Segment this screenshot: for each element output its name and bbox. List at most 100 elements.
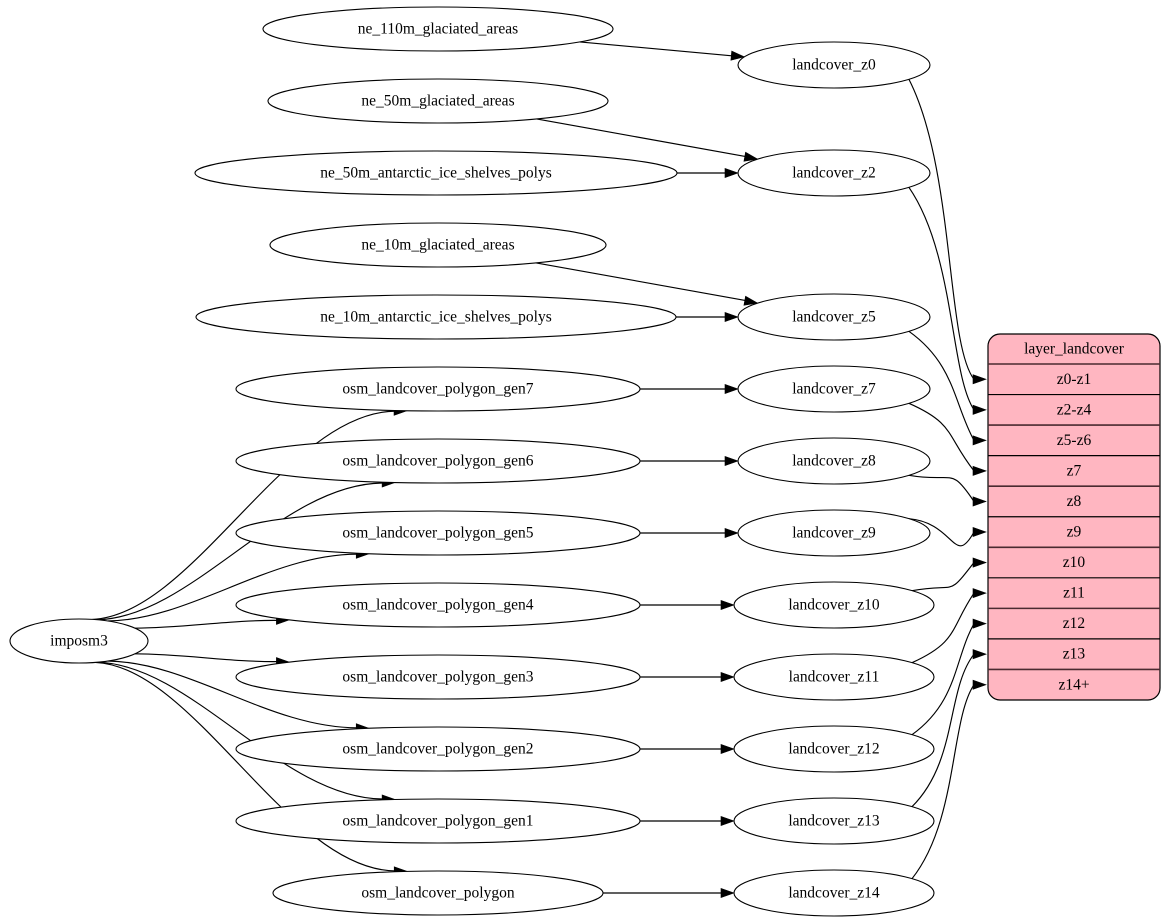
edge-landcover_z7-to-table-row-z7 (908, 402, 975, 472)
edge-imposm3-to-osm_landcover_polygon_gen6 (97, 482, 385, 621)
table-node-osm_landcover_polygon_gen3[interactable]: osm_landcover_polygon_gen3 (235, 654, 641, 700)
view-node-landcover_z12[interactable]: landcover_z12 (733, 725, 935, 773)
node-label: landcover_z8 (792, 453, 876, 470)
edge-landcover_z10-to-table-row-z10 (911, 562, 975, 592)
edge-arrowhead (972, 465, 987, 476)
node-ellipse (235, 654, 641, 700)
edge-arrowhead (972, 526, 987, 538)
layer-table-row-z12[interactable]: z12 (1063, 615, 1085, 632)
layer-table-row-z2-z4[interactable]: z2-z4 (1057, 401, 1092, 418)
edge-arrowhead (724, 455, 739, 467)
table-node-osm_landcover_polygon_gen1[interactable]: osm_landcover_polygon_gen1 (235, 798, 641, 844)
node-label: landcover_z0 (792, 57, 876, 74)
edge-arrowhead (972, 374, 987, 385)
node-label: ne_50m_glaciated_areas (361, 93, 514, 110)
layer-table-row-z10[interactable]: z10 (1063, 554, 1086, 571)
layer-table-row-z13[interactable]: z13 (1063, 646, 1086, 663)
node-label: landcover_z13 (788, 813, 879, 830)
node-ellipse (272, 870, 604, 916)
edge-arrowhead (724, 311, 739, 323)
edge-imposm3-to-osm_landcover_polygon (95, 661, 397, 872)
view-node-landcover_z5[interactable]: landcover_z5 (737, 293, 931, 341)
node-label: landcover_z14 (788, 885, 879, 902)
layer-table-header-label: layer_landcover (1024, 341, 1125, 358)
node-ellipse (737, 509, 931, 557)
edge-arrowhead (720, 743, 735, 755)
source-node-imposm3[interactable]: imposm3 (9, 618, 149, 664)
edge-landcover_z14-to-table-row-z14 (911, 684, 975, 880)
node-ellipse (194, 150, 678, 196)
layer-table-row-z5-z6[interactable]: z5-z6 (1057, 432, 1092, 449)
table-node-osm_landcover_polygon_gen5[interactable]: osm_landcover_polygon_gen5 (235, 510, 641, 556)
node-label: osm_landcover_polygon_gen4 (342, 597, 533, 614)
node-label: landcover_z9 (792, 525, 876, 542)
node-ellipse (235, 438, 641, 484)
node-label: landcover_z10 (788, 597, 879, 614)
table-node-ne_10m_antarctic_ice_shelves_polys[interactable]: ne_10m_antarctic_ice_shelves_polys (195, 294, 677, 340)
node-label: osm_landcover_polygon_gen6 (342, 453, 533, 470)
table-node-osm_landcover_polygon[interactable]: osm_landcover_polygon (272, 870, 604, 916)
edge-ne_50m_glaciated_areas-to-landcover_z2 (536, 118, 747, 158)
edge-landcover_z5-to-table-row-z5-z6 (908, 330, 975, 441)
edge-landcover_z8-to-table-row-z8 (908, 474, 975, 502)
node-label: landcover_z7 (792, 381, 876, 398)
table-node-ne_50m_antarctic_ice_shelves_polys[interactable]: ne_50m_antarctic_ice_shelves_polys (194, 150, 678, 196)
node-label: landcover_z5 (792, 309, 876, 326)
table-node-osm_landcover_polygon_gen4[interactable]: osm_landcover_polygon_gen4 (235, 582, 641, 628)
node-label: landcover_z11 (789, 669, 880, 686)
table-node-ne_10m_glaciated_areas[interactable]: ne_10m_glaciated_areas (269, 222, 607, 268)
edge-arrowhead (972, 557, 987, 568)
edge-arrowhead (720, 815, 735, 827)
node-label: osm_landcover_polygon (361, 885, 515, 902)
node-ellipse (235, 726, 641, 772)
layer-table-row-z8[interactable]: z8 (1067, 493, 1082, 510)
view-node-landcover_z8[interactable]: landcover_z8 (737, 437, 931, 485)
node-ellipse (733, 725, 935, 773)
table-node-osm_landcover_polygon_gen7[interactable]: osm_landcover_polygon_gen7 (235, 366, 641, 412)
node-ellipse (262, 6, 614, 52)
view-node-landcover_z7[interactable]: landcover_z7 (737, 365, 931, 413)
node-ellipse (733, 797, 935, 845)
table-node-osm_landcover_polygon_gen2[interactable]: osm_landcover_polygon_gen2 (235, 726, 641, 772)
layer-table-row-z11[interactable]: z11 (1063, 585, 1085, 602)
node-label: ne_50m_antarctic_ice_shelves_polys (320, 165, 552, 182)
edge-landcover_z0-to-table-row-z0-z1 (908, 79, 975, 380)
table-node-osm_landcover_polygon_gen6[interactable]: osm_landcover_polygon_gen6 (235, 438, 641, 484)
node-label: ne_10m_antarctic_ice_shelves_polys (320, 309, 552, 326)
view-node-landcover_z10[interactable]: landcover_z10 (733, 581, 935, 629)
view-node-landcover_z14[interactable]: landcover_z14 (733, 869, 935, 917)
view-node-landcover_z2[interactable]: landcover_z2 (737, 149, 931, 197)
table-node-ne_110m_glaciated_areas[interactable]: ne_110m_glaciated_areas (262, 6, 614, 52)
edge-arrowhead (972, 496, 987, 507)
node-ellipse (733, 653, 935, 701)
view-node-landcover_z13[interactable]: landcover_z13 (733, 797, 935, 845)
layer-landcover-table[interactable]: layer_landcover z0-z1 z2-z4 z5-z6 z7 z8 z9 z10 z… (987, 333, 1161, 701)
nodes-layer: imposm3 ne_110m_glaciated_areas ne_50m_gla… (9, 6, 935, 917)
node-ellipse (9, 618, 149, 664)
edge-arrowhead (730, 50, 746, 61)
edge-imposm3-to-osm_landcover_polygon_gen3 (134, 653, 279, 663)
edge-arrowhead (743, 151, 759, 162)
edge-imposm3-to-osm_landcover_polygon_gen1 (97, 661, 385, 800)
layer-table-row-z7[interactable]: z7 (1067, 462, 1082, 479)
view-node-landcover_z11[interactable]: landcover_z11 (733, 653, 935, 701)
edge-landcover_z9-to-table-row-z9 (908, 518, 975, 547)
node-ellipse (737, 365, 931, 413)
node-ellipse (235, 582, 641, 628)
edge-imposm3-to-osm_landcover_polygon_gen2 (107, 660, 359, 729)
edge-arrowhead (972, 649, 987, 660)
view-node-landcover_z0[interactable]: landcover_z0 (737, 41, 931, 89)
node-ellipse (267, 78, 609, 124)
node-ellipse (269, 222, 607, 268)
table-node-ne_50m_glaciated_areas[interactable]: ne_50m_glaciated_areas (267, 78, 609, 124)
layer-table-row-z0-z1[interactable]: z0-z1 (1057, 371, 1091, 388)
edge-arrowhead (724, 167, 739, 179)
layer-table-row-z9[interactable]: z9 (1067, 524, 1082, 541)
edge-arrowhead (724, 527, 739, 539)
edge-arrowhead (972, 679, 987, 690)
edge-arrowhead (720, 599, 735, 611)
view-node-landcover_z9[interactable]: landcover_z9 (737, 509, 931, 557)
node-ellipse (737, 41, 931, 89)
layer-table-row-z14-[interactable]: z14+ (1058, 676, 1089, 693)
